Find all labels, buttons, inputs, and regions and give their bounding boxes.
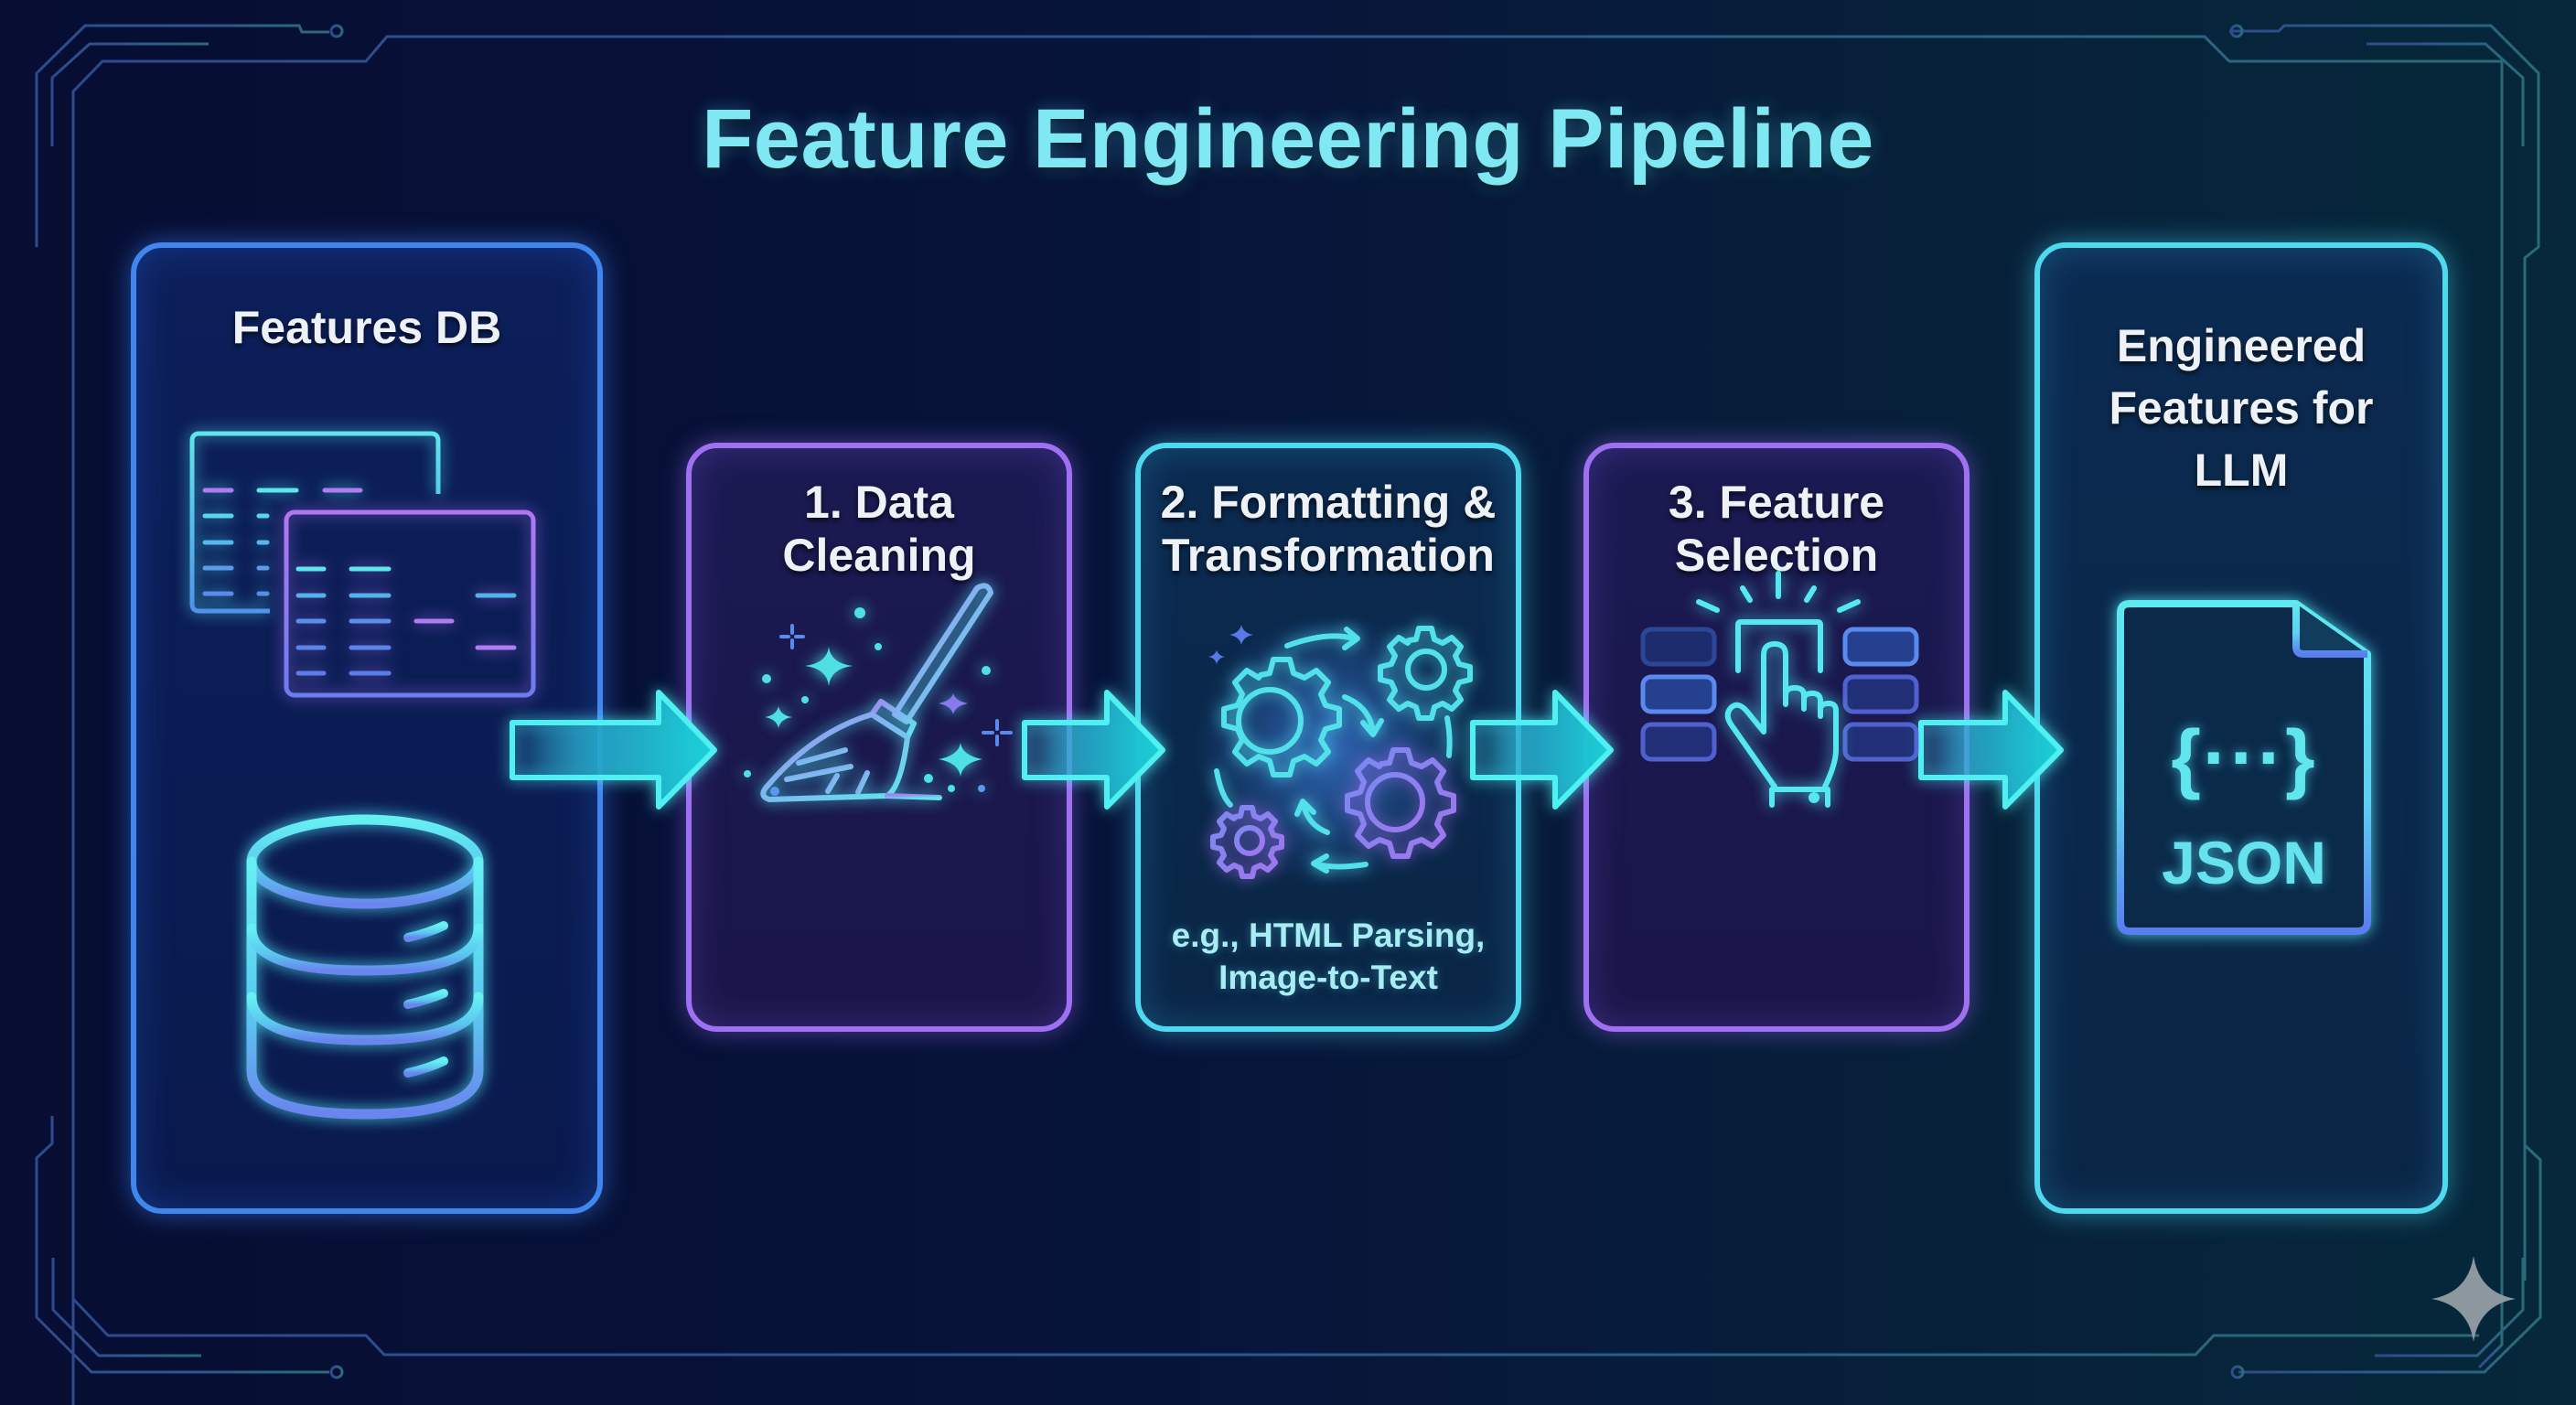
- feature-selection-panel: 3. Feature Selection: [1583, 443, 1970, 1032]
- frame-line: [35, 24, 329, 247]
- features-db-title: Features DB: [231, 302, 502, 353]
- json-braces-glyph: {···}: [2171, 714, 2317, 800]
- engineered-title-line2: Features for: [2109, 382, 2374, 434]
- formatting-title-line1: 2. Formatting &: [1160, 477, 1497, 528]
- feature-selection-title-line2: Selection: [1674, 530, 1879, 581]
- frame-line: [50, 42, 209, 146]
- page-title: Feature Engineering Pipeline: [702, 92, 1874, 186]
- frame-line: [71, 35, 2502, 1405]
- data-cleaning-title-line1: 1. Data: [804, 477, 954, 528]
- data-cleaning-title-line2: Cleaning: [782, 530, 976, 581]
- frame-node: [329, 24, 344, 38]
- data-cleaning-panel: 1. Data Cleaning: [686, 443, 1072, 1032]
- frame-line: [71, 1297, 2479, 1357]
- sparkle-icon: [2431, 1256, 2516, 1342]
- frame-node: [2230, 1365, 2245, 1379]
- frame-node: [2229, 24, 2244, 38]
- frame-line: [51, 1258, 201, 1357]
- frame-line: [35, 1116, 329, 1374]
- formatting-title-line2: Transformation: [1162, 530, 1495, 581]
- feature-selection-title-line1: 3. Feature: [1668, 477, 1885, 528]
- frame-node: [329, 1365, 344, 1379]
- frame-line: [2238, 1143, 2542, 1374]
- formatting-subtitle-line1: e.g., HTML Parsing,: [1171, 917, 1486, 954]
- engineered-title-line3: LLM: [2194, 445, 2289, 496]
- formatting-panel: 2. Formatting & Transformation e.g., HTM…: [1135, 443, 1521, 1032]
- frame-line: [2375, 1258, 2525, 1357]
- frame-line: [2477, 61, 2504, 1369]
- formatting-subtitle-line2: Image-to-Text: [1218, 959, 1438, 996]
- features-db-panel: Features DB: [131, 242, 603, 1214]
- engineered-title-line1: Engineered: [2116, 320, 2367, 371]
- json-file-label: JSON: [2162, 829, 2326, 896]
- frame-line: [2229, 24, 2540, 1281]
- frame-line: [2367, 42, 2525, 146]
